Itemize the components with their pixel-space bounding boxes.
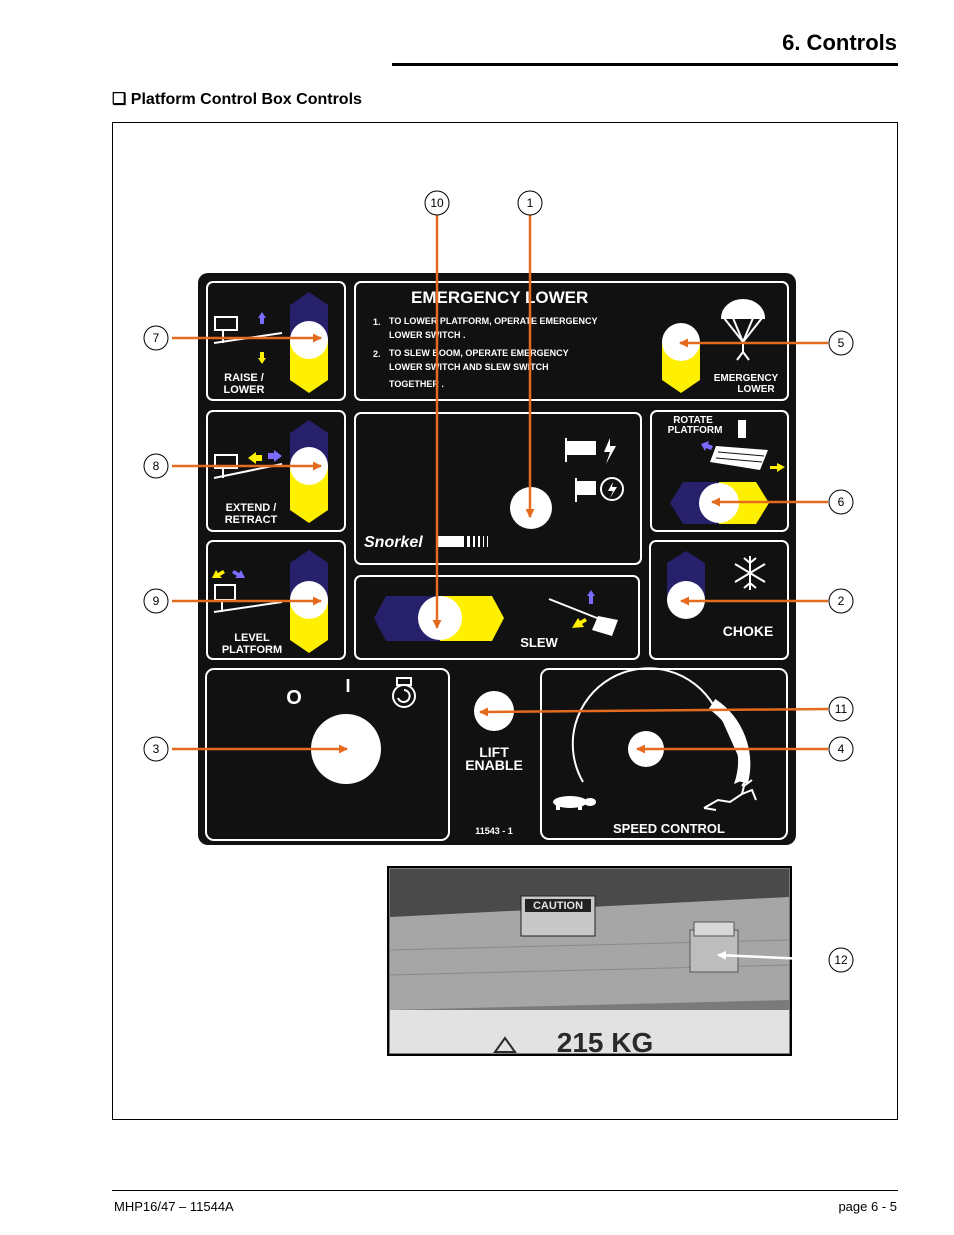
svg-text:10: 10 bbox=[430, 196, 444, 210]
lift-enable-label-line2: ENABLE bbox=[465, 757, 523, 773]
rabbit-icon bbox=[703, 777, 757, 811]
callout-4: 4 bbox=[828, 736, 854, 762]
capacity-label: 215 KG bbox=[557, 1027, 654, 1058]
slew-label: SLEW bbox=[520, 635, 558, 650]
extend-retract-label-line2: RETRACT bbox=[225, 514, 278, 526]
page-number: page 6 - 5 bbox=[838, 1199, 897, 1214]
callout-leader-12 bbox=[717, 950, 829, 962]
flag-no-power-icon bbox=[575, 477, 624, 502]
svg-text:5: 5 bbox=[838, 336, 845, 350]
svg-text:1: 1 bbox=[527, 196, 534, 210]
checkbox-icon: ❑ bbox=[112, 91, 127, 108]
step1-line1: TO LOWER PLATFORM, OPERATE EMERGENCY bbox=[389, 316, 598, 326]
arrow-right-icon bbox=[268, 450, 282, 462]
rotate-platform-label-line2: PLATFORM bbox=[668, 425, 723, 436]
svg-text:6: 6 bbox=[838, 495, 845, 509]
raise-lower-label-line1: RAISE / bbox=[224, 372, 264, 384]
lift-enable-section: LIFT ENABLE 11543 - 1 bbox=[465, 691, 523, 836]
svg-text:8: 8 bbox=[153, 459, 160, 473]
emergency-lower-label-line2: LOWER bbox=[737, 384, 775, 395]
step1-number: 1. bbox=[373, 317, 381, 327]
svg-text:9: 9 bbox=[153, 594, 160, 608]
lift-enable-label-line1: LIFT bbox=[479, 744, 509, 760]
callout-5: 5 bbox=[828, 330, 854, 356]
section-title: ❑ Platform Control Box Controls bbox=[112, 89, 362, 109]
extend-retract-label-line1: EXTEND / bbox=[226, 502, 277, 514]
callout-6: 6 bbox=[828, 489, 854, 515]
caution-sign-title: CAUTION bbox=[533, 900, 583, 912]
callout-8: 8 bbox=[143, 453, 169, 479]
control-panel bbox=[198, 273, 796, 845]
power-select-section: Snorkel bbox=[354, 412, 642, 565]
speed-control-label: SPEED CONTROL bbox=[613, 821, 725, 836]
tilt-down-arrow-icon bbox=[232, 570, 245, 578]
step2-line1: TO SLEW BOOM, OPERATE EMERGENCY bbox=[389, 348, 569, 358]
callout-10: 10 bbox=[424, 190, 450, 216]
rotate-platform-icon bbox=[701, 420, 785, 472]
step2-line2: LOWER SWITCH AND SLEW SWITCH bbox=[389, 362, 549, 372]
document-number: MHP16/47 – 11544A bbox=[114, 1199, 234, 1214]
slew-switch[interactable] bbox=[418, 596, 462, 640]
foot-switch-photo: CAUTION 215 KG bbox=[387, 866, 792, 1058]
extend-retract-section: EXTEND / RETRACT bbox=[206, 410, 346, 532]
footer-rule bbox=[112, 1190, 898, 1191]
slew-section: SLEW bbox=[354, 575, 640, 660]
part-number: 11543 - 1 bbox=[475, 826, 513, 836]
turtle-icon bbox=[553, 796, 596, 810]
engine-start-icon bbox=[392, 677, 416, 708]
tilt-up-arrow-icon bbox=[212, 570, 225, 578]
svg-text:4: 4 bbox=[838, 742, 845, 756]
arrow-up-icon bbox=[258, 312, 266, 324]
svg-text:12: 12 bbox=[834, 953, 848, 967]
header-rule bbox=[392, 63, 898, 66]
callout-9: 9 bbox=[143, 588, 169, 614]
callout-2: 2 bbox=[828, 588, 854, 614]
level-platform-label-line1: LEVEL bbox=[234, 632, 270, 644]
emergency-lower-title: EMERGENCY LOWER bbox=[411, 288, 588, 307]
svg-text:7: 7 bbox=[153, 331, 160, 345]
step2-line3: TOGETHER . bbox=[389, 379, 444, 389]
svg-text:3: 3 bbox=[153, 742, 160, 756]
rotate-platform-label-line1: ROTATE bbox=[673, 415, 713, 426]
step1-line2: LOWER SWITCH . bbox=[389, 330, 466, 340]
svg-text:2: 2 bbox=[838, 594, 845, 608]
emergency-lower-section: EMERGENCY LOWER 1. TO LOWER PLATFORM, OP… bbox=[354, 281, 789, 401]
choke-label: CHOKE bbox=[723, 623, 774, 639]
snorkel-logo: Snorkel bbox=[364, 534, 423, 551]
figure-frame bbox=[112, 122, 898, 1120]
section-title-text: Platform Control Box Controls bbox=[130, 91, 362, 108]
ignition-on-symbol: I bbox=[345, 676, 350, 696]
callout-1: 1 bbox=[517, 190, 543, 216]
step2-number: 2. bbox=[373, 349, 381, 359]
callout-leaders bbox=[172, 215, 829, 754]
ignition-off-symbol: O bbox=[286, 687, 302, 709]
raise-lower-label-line2: LOWER bbox=[224, 384, 265, 396]
page-title: 6. Controls bbox=[782, 30, 897, 55]
arrow-down-icon bbox=[258, 352, 266, 364]
level-platform-label-line2: PLATFORM bbox=[222, 644, 282, 656]
emergency-lower-label-line1: EMERGENCY bbox=[714, 373, 779, 384]
arrow-left-icon bbox=[248, 452, 262, 464]
raise-lower-section: RAISE / LOWER bbox=[206, 281, 346, 401]
parachute-icon bbox=[720, 299, 766, 361]
flag-lightning-icon bbox=[565, 438, 616, 464]
callout-7: 7 bbox=[143, 325, 169, 351]
snowflake-icon bbox=[734, 556, 766, 590]
callout-3: 3 bbox=[143, 736, 169, 762]
callout-12: 12 bbox=[828, 947, 854, 973]
svg-text:11: 11 bbox=[835, 702, 848, 716]
snorkel-logo-stripes bbox=[436, 536, 488, 547]
callout-11: 11 bbox=[828, 696, 854, 722]
slew-boom-icon bbox=[548, 590, 618, 636]
